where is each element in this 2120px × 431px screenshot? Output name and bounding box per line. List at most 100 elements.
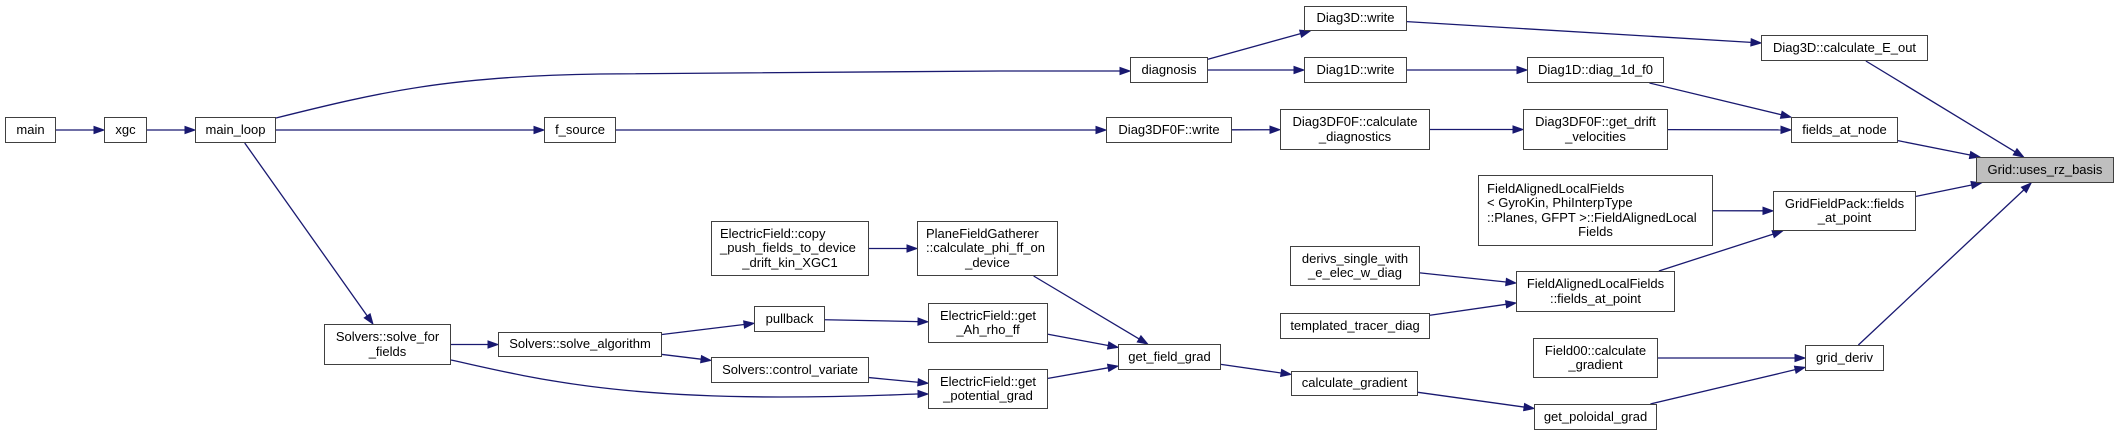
node-label-line: calculate_gradient (1301, 375, 1408, 391)
node-label-line: fields_at_node (1802, 121, 1887, 137)
node-label-line: Diag3D::write (1316, 10, 1395, 26)
edge-solve-algorithm-to-pullback-arrowhead-icon (743, 320, 756, 329)
node-label-line: FieldAlignedLocalFields (1526, 276, 1665, 291)
edge-main-loop-to-f-source-arrowhead-icon (533, 125, 546, 135)
node-get-field-grad[interactable]: get_field_grad (1118, 344, 1221, 370)
node-label-line: Diag3DF0F::get_drift (1535, 114, 1656, 129)
node-label-line: Grid::uses_rz_basis (1987, 161, 2103, 177)
edge-get-poloidal-grad-to-grid-deriv-arrowhead-icon (1793, 365, 1807, 374)
node-label-line: _gradient (1568, 357, 1623, 372)
node-pullback[interactable]: pullback (754, 306, 825, 332)
node-label-line: _at_point (1817, 210, 1872, 225)
edge-main-loop-to-diagnosis-arrowhead-icon (1119, 66, 1132, 76)
node-diag3df0f-write[interactable]: Diag3DF0F::write (1106, 117, 1232, 143)
edge-get-potential-grad-to-get-field-grad (1047, 367, 1109, 380)
edge-control-variate-to-get-potential-grad-arrowhead-icon (917, 377, 930, 387)
node-falf-ctor[interactable]: FieldAlignedLocalFields< GyroKin, PhiInt… (1478, 175, 1713, 246)
edge-get-poloidal-grad-to-grid-deriv (1650, 369, 1796, 405)
node-solve-algorithm[interactable]: Solvers::solve_algorithm (498, 332, 662, 357)
edge-grid-deriv-to-grid-uses-rz (1857, 189, 2025, 346)
node-diag1d-write[interactable]: Diag1D::write (1304, 57, 1407, 83)
node-label-line: Diag1D::diag_1d_f0 (1538, 61, 1653, 77)
edge-main-loop-to-solve-for-fields-arrowhead-icon (363, 312, 374, 326)
edge-solve-algorithm-to-control-variate (661, 353, 702, 360)
edge-diagnosis-to-diag3d-write-arrowhead-icon (1298, 29, 1312, 38)
edge-get-ah-rho-ff-to-get-field-grad (1047, 333, 1109, 347)
edge-diag1d-f0-to-fields-at-node-arrowhead-icon (1779, 110, 1793, 119)
edge-solve-algorithm-to-pullback (661, 323, 745, 336)
node-label-line: Fields (1578, 224, 1613, 239)
node-label-line: Diag3DF0F::write (1118, 121, 1220, 137)
node-templated[interactable]: templated_tracer_diag (1280, 313, 1430, 339)
node-label-line: _e_elec_w_diag (1308, 265, 1402, 280)
node-label-line: ElectricField::copy (720, 225, 826, 241)
edge-solve-for-fields-to-get-potential-grad-arrowhead-icon (917, 389, 930, 399)
node-label-line: _push_fields_to_device (720, 240, 856, 256)
edge-get-potential-grad-to-get-field-grad-arrowhead-icon (1106, 363, 1120, 373)
node-label-line: diagnosis (1141, 61, 1197, 77)
node-calc-e-out[interactable]: Diag3D::calculate_E_out (1761, 35, 1928, 61)
node-label-line: PlaneFieldGatherer (926, 225, 1039, 241)
node-label-line: _drift_kin_XGC1 (742, 254, 838, 270)
node-field00[interactable]: Field00::calculate_gradient (1533, 338, 1658, 378)
edge-get-field-grad-to-calculate-gradient-arrowhead-icon (1279, 368, 1293, 378)
edge-calculate-gradient-to-get-poloidal-grad-arrowhead-icon (1523, 402, 1536, 412)
node-control-variate[interactable]: Solvers::control_variate (711, 357, 869, 383)
node-label-line: ::calculate_phi_ff_on (926, 240, 1046, 256)
edge-diag3d-write-to-calc-e-out-arrowhead-icon (1750, 38, 1763, 47)
edge-calc-e-out-to-grid-uses-rz (1865, 60, 2016, 153)
node-diag3d-write[interactable]: Diag3D::write (1304, 6, 1407, 31)
node-get-poloidal-grad[interactable]: get_poloidal_grad (1534, 404, 1657, 430)
node-grid-deriv[interactable]: grid_deriv (1805, 345, 1884, 371)
edge-diag3d-write-to-calc-e-out (1406, 20, 1752, 44)
edge-f-source-to-diag3df0f-write-arrowhead-icon (1095, 125, 1108, 135)
node-diag1d-f0[interactable]: Diag1D::diag_1d_f0 (1527, 57, 1664, 83)
edge-calc-diagnostics-to-get-drift-arrowhead-icon (1512, 125, 1525, 134)
node-f-source[interactable]: f_source (544, 117, 616, 143)
node-main[interactable]: main (5, 117, 56, 143)
node-get-drift[interactable]: Diag3DF0F::get_drift_velocities (1523, 109, 1668, 150)
edge-main-loop-to-solve-for-fields (244, 142, 368, 317)
node-main-loop[interactable]: main_loop (195, 117, 276, 143)
node-grid-uses-rz[interactable]: Grid::uses_rz_basis (1976, 157, 2114, 183)
edge-solve-algorithm-to-control-variate-arrowhead-icon (700, 354, 713, 364)
node-get-ah-rho-ff[interactable]: ElectricField::get_Ah_rho_ff (928, 303, 1048, 343)
node-label-line: Solvers::solve_for (335, 329, 440, 344)
edge-pullback-to-get-ah-rho-ff (824, 319, 919, 323)
edge-plane-gatherer-to-get-field-grad-arrowhead-icon (1136, 334, 1149, 345)
edge-plane-gatherer-to-get-field-grad (1033, 275, 1140, 340)
edge-templated-to-falf-fap (1429, 303, 1507, 316)
node-xgc[interactable]: xgc (104, 117, 147, 143)
edge-get-field-grad-to-calculate-gradient (1220, 363, 1282, 374)
node-label-line: main_loop (205, 121, 266, 137)
node-label-line: _diagnostics (1318, 128, 1392, 144)
node-derivs[interactable]: derivs_single_with_e_elec_w_diag (1290, 246, 1420, 286)
edge-fields-at-node-to-grid-uses-rz (1897, 140, 1971, 156)
node-diagnosis[interactable]: diagnosis (1130, 57, 1208, 83)
node-calculate-gradient[interactable]: calculate_gradient (1291, 371, 1418, 396)
node-get-potential-grad[interactable]: ElectricField::get_potential_grad (928, 369, 1048, 409)
node-fields-at-node[interactable]: fields_at_node (1791, 117, 1898, 143)
edge-solve-for-fields-to-get-potential-grad (450, 359, 918, 398)
edge-diag1d-f0-to-fields-at-node (1649, 82, 1782, 116)
edge-main-loop-to-diagnosis (275, 70, 1120, 119)
node-label-line: grid_deriv (1815, 349, 1874, 365)
node-label-line: main (16, 121, 45, 137)
node-falf-fap[interactable]: FieldAlignedLocalFields::fields_at_point (1516, 271, 1675, 312)
edge-falf-fap-to-gfp-fap-arrowhead-icon (1771, 230, 1785, 239)
edge-diagnosis-to-diag1d-write-arrowhead-icon (1293, 65, 1306, 75)
edge-falf-fap-to-gfp-fap (1658, 233, 1774, 272)
edge-control-variate-to-get-potential-grad (868, 376, 919, 383)
node-calc-diagnostics[interactable]: Diag3DF0F::calculate_diagnostics (1280, 109, 1430, 150)
node-label-line: ElectricField::get (939, 307, 1037, 323)
edge-templated-to-falf-fap-arrowhead-icon (1504, 300, 1518, 309)
node-gfp-fap[interactable]: GridFieldPack::fields_at_point (1773, 191, 1916, 231)
node-label-line: Diag1D::write (1316, 61, 1395, 77)
edge-derivs-to-falf-fap-arrowhead-icon (1505, 277, 1518, 287)
node-solve-for-fields[interactable]: Solvers::solve_for_fields (324, 324, 451, 365)
node-copy-push[interactable]: ElectricField::copy_push_fields_to_devic… (711, 221, 869, 276)
node-plane-gatherer[interactable]: PlaneFieldGatherer::calculate_phi_ff_on_… (917, 221, 1058, 276)
node-label-line: _Ah_rho_ff (956, 322, 1020, 337)
edge-field00-to-grid-deriv-arrowhead-icon (1794, 353, 1807, 363)
